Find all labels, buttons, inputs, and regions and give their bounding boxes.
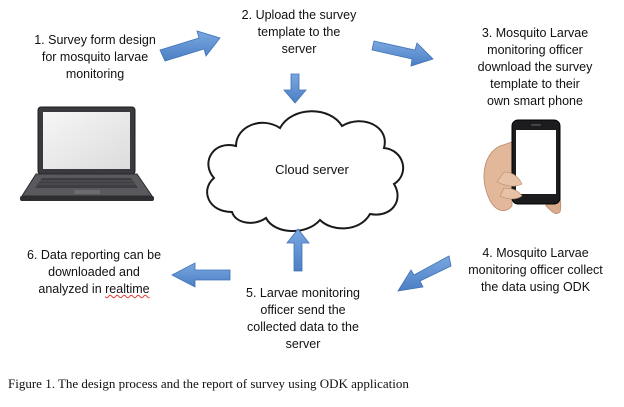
figure-caption: Figure 1. The design process and the rep… [8, 376, 409, 391]
arrow-step4-to-step5 [397, 255, 452, 292]
laptop-icon [20, 106, 154, 201]
arrow-step5-to-cloud [286, 228, 310, 272]
step-6-label: 6. Data reporting can be downloaded and … [8, 247, 180, 298]
arrow-step5-to-step6 [171, 262, 231, 288]
step-6-realtime-text: realtime [105, 282, 150, 296]
smartphone-icon [483, 119, 562, 214]
step-1-label: 1. Survey form design for mosquito larva… [34, 33, 156, 81]
step-5-label: 5. Larvae monitoring officer send the co… [246, 286, 360, 351]
step-6-text: 6. Data reporting can be downloaded and … [26, 248, 162, 296]
arrow-step1-to-step2 [159, 30, 221, 62]
step-3-label: 3. Mosquito Larvae monitoring officer do… [477, 26, 593, 108]
step-2-label: 2. Upload the survey template to the ser… [241, 8, 357, 56]
step-4-label: 4. Mosquito Larvae monitoring officer co… [468, 246, 603, 294]
arrow-step2-to-step3 [371, 40, 434, 67]
cloud-shape [206, 110, 405, 233]
cloud-server-label: Cloud server [275, 162, 349, 177]
arrow-step2-to-cloud [283, 73, 307, 104]
